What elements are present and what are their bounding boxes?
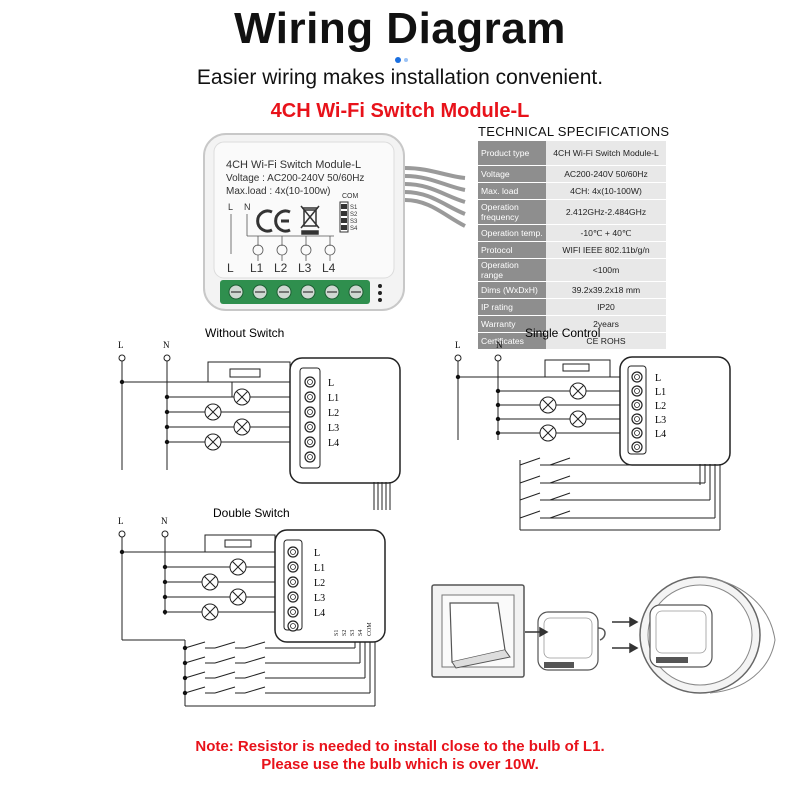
note-line-1: Note: Resistor is needed to install clos…: [195, 738, 605, 755]
module-label-voltage: Voltage : AC200-240V 50/60Hz: [226, 173, 364, 184]
module-terminal-label-l: L: [227, 261, 234, 275]
single-control-title: Single Control: [525, 326, 600, 340]
terminal-label: L4: [655, 429, 666, 440]
spec-heading: TECHNICAL SPECIFICATIONS: [478, 124, 670, 139]
spec-value: 2.412GHz-2.484GHz: [546, 199, 666, 225]
switch-label: S1: [334, 630, 340, 636]
terminal-label: L3: [314, 593, 325, 604]
n-line-label: N: [496, 340, 503, 350]
spec-key: Warranty: [478, 315, 546, 333]
without-switch-title: Without Switch: [205, 326, 284, 340]
spec-value: -10℃ + 40℃: [546, 224, 666, 242]
title-dots: [395, 57, 408, 63]
switch-label: S2: [342, 630, 348, 636]
module-illustration: 4CH Wi-Fi Switch Module-L Voltage : AC20…: [203, 133, 466, 311]
module-terminal-label-l1: L1: [250, 261, 264, 275]
spec-value: <100m: [546, 258, 666, 282]
terminal-label: L4: [328, 438, 339, 449]
terminal-label: L2: [655, 401, 666, 412]
spec-key: Certificates: [478, 332, 546, 350]
arrow-icon: [525, 616, 639, 654]
module-s1-label: S1: [350, 205, 358, 211]
terminal-label: L: [314, 548, 320, 559]
installed-module: [649, 604, 713, 668]
terminal-label: L: [655, 373, 661, 384]
module-terminal-label-l3: L3: [298, 261, 312, 275]
module-label-name: 4CH Wi-Fi Switch Module-L: [226, 159, 361, 171]
spec-value: CE ROHS: [546, 332, 666, 350]
diagram-single-control: Single Control L N: [454, 326, 731, 531]
spec-row: Operation range<100m: [478, 258, 666, 282]
spec-value: WIFI IEEE 802.11b/g/n: [546, 241, 666, 259]
module-com-label: COM: [342, 193, 359, 200]
ce-mark-icon: [256, 209, 291, 233]
module-s2-label: S2: [350, 212, 358, 218]
terminal-label: L: [328, 378, 334, 389]
diagram-double-switch: Double Switch L N: [118, 506, 386, 707]
spec-value: 39.2x39.2x18 mm: [546, 281, 666, 299]
n-line-label: N: [163, 340, 170, 350]
spec-key: Operation temp.: [478, 224, 546, 242]
spec-key: Dims (WxDxH): [478, 281, 546, 299]
module-label-load: Max.load : 4x(10-100w): [226, 186, 331, 197]
module-l-label: L: [228, 202, 233, 212]
module-terminal-label-l2: L2: [274, 261, 288, 275]
terminal-label: L2: [314, 578, 325, 589]
diagram-without-switch: Without Switch L N L L1 L2 L3: [118, 326, 401, 510]
spec-key: Max. load: [478, 182, 546, 200]
terminal-label: L1: [314, 563, 325, 574]
terminal-label: L3: [655, 415, 666, 426]
spec-key: Voltage: [478, 165, 546, 183]
spec-key: Product type: [478, 141, 546, 166]
terminal-label: L3: [328, 423, 339, 434]
module-terminal-label-l4: L4: [322, 261, 336, 275]
product-title: 4CH Wi-Fi Switch Module-L: [270, 100, 530, 122]
module-s4-label: S4: [350, 226, 358, 232]
switch-label: COM: [367, 622, 373, 636]
note-line-2: Please use the bulb which is over 10W.: [261, 756, 539, 773]
module-wires: [404, 166, 466, 228]
subtitle: Easier wiring makes installation conveni…: [196, 66, 604, 89]
terminal-label: L1: [328, 393, 339, 404]
weee-bin-icon: [300, 205, 320, 235]
spec-row: Dims (WxDxH)39.2x39.2x18 mm: [478, 281, 666, 299]
l-line-label: L: [455, 340, 461, 350]
spec-row: Operation temp.-10℃ + 40℃: [478, 224, 666, 242]
switch-label: S3: [350, 630, 356, 636]
wiring-diagrams: Without Switch L N L L1 L2 L3: [118, 326, 776, 707]
spec-value: AC200-240V 50/60Hz: [546, 165, 666, 183]
l-line-label: L: [118, 340, 124, 350]
double-switch-title: Double Switch: [213, 506, 290, 520]
module-n-label: N: [244, 202, 251, 212]
spec-key: Operation frequency: [478, 199, 546, 225]
module-s3-label: S3: [350, 219, 358, 225]
terminal-label: L4: [314, 608, 325, 619]
small-module: [537, 611, 599, 671]
switch-label: S4: [358, 630, 364, 636]
spec-key: Protocol: [478, 241, 546, 259]
n-line-label: N: [161, 516, 168, 526]
spec-value: 2years: [546, 315, 666, 333]
spec-value: 4CH Wi-Fi Switch Module-L: [546, 141, 666, 166]
spec-value: 4CH: 4x(10-100W): [546, 182, 666, 200]
terminal-label: L1: [655, 387, 666, 398]
installation-illustration: [431, 576, 776, 694]
terminal-label: L2: [328, 408, 339, 419]
spec-key: IP rating: [478, 298, 546, 316]
l-line-label: L: [118, 516, 124, 526]
page-title: Wiring Diagram: [234, 4, 566, 53]
spec-value: IP20: [546, 298, 666, 316]
spec-key: Operation range: [478, 258, 546, 282]
